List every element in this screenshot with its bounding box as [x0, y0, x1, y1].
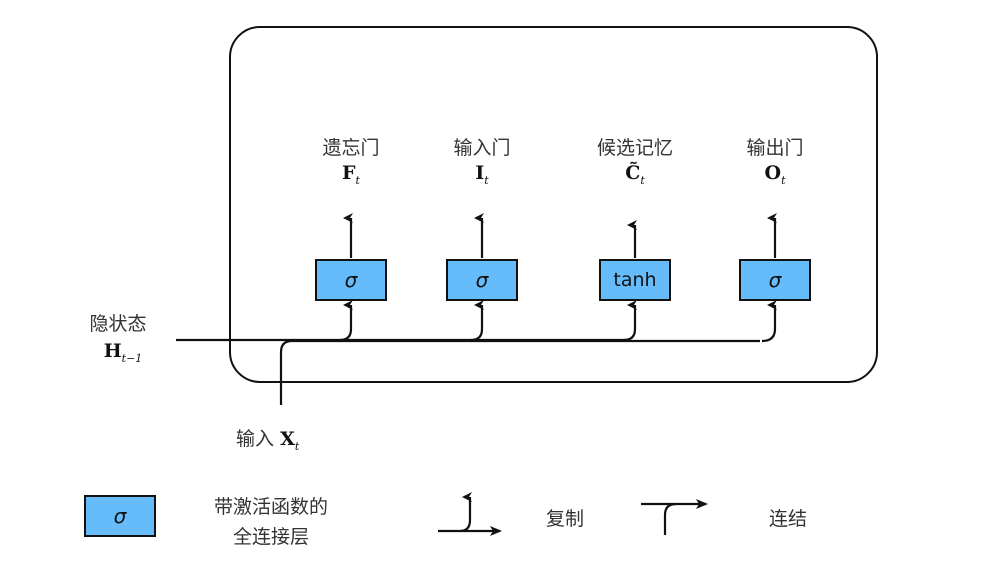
gate-candidate-label: 候选记忆 — [596, 137, 673, 159]
forget-gate-box: σ — [315, 259, 387, 301]
branch-arrow-candidate — [623, 300, 637, 342]
legend-fc-label-line2: 全连接层 — [232, 526, 309, 548]
gate-forget-label: 遗忘门 — [322, 137, 380, 159]
output-gate-box: σ — [739, 259, 811, 301]
legend-copy-branch — [459, 492, 472, 533]
hidden-state-label: 隐状态 — [89, 313, 147, 335]
legend-fc-label-line1: 带激活函数的 — [213, 496, 328, 518]
input-gate-box: σ — [446, 259, 518, 301]
gate-candidate-symbol: C̃t — [625, 162, 645, 187]
candidate-memory-box: tanh — [599, 259, 671, 301]
gate-forget-symbol: Ft — [342, 162, 360, 187]
input-label: 输入 Xt — [236, 424, 346, 453]
branch-arrow-input — [470, 300, 484, 342]
legend-concat-label: 连结 — [768, 508, 807, 530]
gate-input-label: 输入门 — [453, 137, 511, 159]
branch-arrow-forget — [339, 300, 353, 342]
legend-concat-branch — [663, 502, 677, 535]
legend-copy-label: 复制 — [545, 508, 584, 530]
input-symbol: Xt — [280, 428, 300, 453]
branch-arrow-output — [761, 300, 777, 343]
gate-input-symbol: It — [475, 162, 489, 187]
gate-output-label: 输出门 — [746, 137, 804, 159]
hidden-state-symbol: Ht−1 — [103, 340, 143, 365]
lstm-cell-border — [229, 26, 878, 383]
input-line — [279, 339, 760, 405]
legend-fc-box: σ — [84, 495, 156, 537]
gate-output-symbol: Ot — [764, 162, 786, 187]
input-label-text: 输入 — [236, 428, 275, 450]
